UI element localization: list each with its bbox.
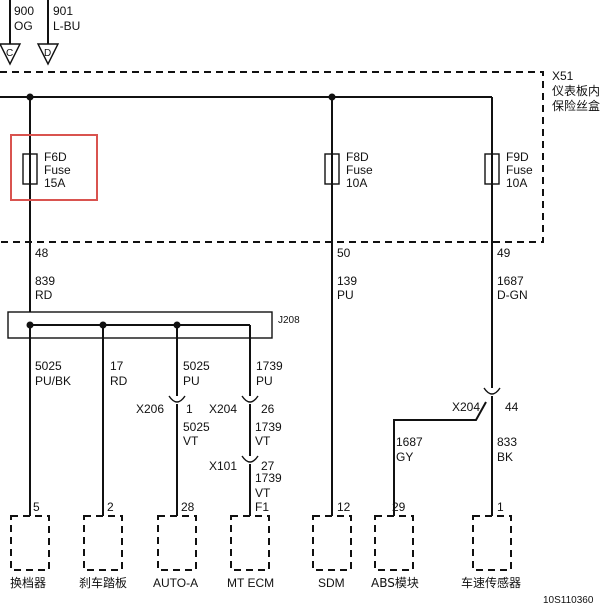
speed-wire-id: 833 [497, 435, 517, 449]
speed-wire-color: BK [497, 450, 513, 464]
x204-mt-pin: 26 [261, 402, 275, 416]
fuse-f9d-rating: 10A [506, 176, 527, 190]
sdm-pin: 12 [337, 500, 351, 514]
fuse-f6d-pin: 48 [35, 246, 49, 260]
fuse-f6d-name: F6D [44, 150, 67, 164]
x204-mt-wire-color: VT [255, 434, 271, 448]
splice-label: J208 [278, 315, 300, 326]
wire-139-color: PU [337, 288, 354, 302]
fuse-f8d: F8D Fuse 10A 50 139 PU [324, 97, 373, 516]
wire-900-color: OG [14, 19, 33, 33]
x101-wire-color: VT [255, 486, 271, 500]
sdm-name: SDM [318, 576, 345, 590]
fuse-f6d-type: Fuse [44, 163, 71, 177]
connector-c-label: C [6, 48, 13, 59]
component-auto-a: 28 AUTO-A [153, 500, 198, 590]
branch-1-color: PU/BK [35, 374, 71, 388]
top-wire-901: 901 L-BU D [36, 0, 80, 66]
fuse-box-ref: X51 [552, 69, 574, 83]
fuse-box-name-1: 仪表板内 [552, 84, 600, 98]
fuse-f9d-pin: 49 [497, 246, 511, 260]
fuse-f6d-highlight [10, 134, 98, 201]
x204-speed-ref: X204 [452, 400, 480, 414]
connector-d-label: D [44, 48, 51, 59]
x206-wire-id: 5025 [183, 420, 210, 434]
branch-2-color: RD [110, 374, 128, 388]
abs-pin: 29 [392, 500, 406, 514]
component-abs-module: 29 ABS模块 [371, 500, 419, 590]
component-mt-ecm: F1 MT ECM [227, 500, 274, 590]
fuse-box-name-2: 保险丝盒 [552, 98, 600, 113]
brake-name: 刹车踏板 [79, 575, 127, 590]
x206-wire-color: VT [183, 434, 199, 448]
wire-839-color: RD [35, 288, 53, 302]
component-speed-sensor: 1 车速传感器 [461, 500, 521, 590]
speed-pin: 1 [497, 500, 504, 514]
fuse-f8d-name: F8D [346, 150, 369, 164]
x206-pin: 1 [186, 402, 193, 416]
wire-901-id: 901 [53, 4, 73, 18]
branch-2-id: 17 [110, 359, 124, 373]
wire-900-id: 900 [14, 4, 34, 18]
abs-wire-color: GY [396, 450, 413, 464]
branch-brake: 17 RD [102, 325, 128, 516]
branch-4-color: PU [256, 374, 273, 388]
x101-pin: 27 [261, 459, 275, 473]
x101-wire-id: 1739 [255, 471, 282, 485]
branch-3-id: 5025 [183, 359, 210, 373]
fuse-f8d-pin: 50 [337, 246, 351, 260]
shifter-pin: 5 [33, 500, 40, 514]
fuse-f9d: F9D Fuse 10A 49 1687 D-GN [484, 97, 533, 388]
fuse-f6d-rating: 15A [44, 176, 65, 190]
component-shifter: 5 换档器 [10, 500, 50, 590]
wire-839-id: 839 [35, 274, 55, 288]
fuse-f9d-name: F9D [506, 150, 529, 164]
branch-shifter: 5025 PU/BK [29, 325, 71, 516]
branch-3-color: PU [183, 374, 200, 388]
abs-wire-id: 1687 [396, 435, 423, 449]
fuse-f9d-type: Fuse [506, 163, 533, 177]
brake-pin: 2 [107, 500, 114, 514]
auto-a-pin: 28 [181, 500, 195, 514]
fuse-f8d-type: Fuse [346, 163, 373, 177]
x206-ref: X206 [136, 402, 164, 416]
x204-mt-wire-id: 1739 [255, 420, 282, 434]
branch-mt-ecm: 1739 PU X204 26 1739 VT X101 27 1739 VT [209, 325, 283, 516]
x101-ref: X101 [209, 459, 237, 473]
mt-ecm-pin: F1 [255, 500, 269, 514]
top-wire-900: 900 OG C [0, 0, 34, 66]
splice-j208: J208 [7, 311, 300, 339]
x204-mt-ref: X204 [209, 402, 237, 416]
speed-name: 车速传感器 [461, 575, 521, 590]
fuse-f8d-rating: 10A [346, 176, 367, 190]
x204-speed-pin: 44 [505, 400, 519, 414]
mt-ecm-name: MT ECM [227, 576, 274, 590]
component-sdm: 12 SDM [312, 500, 352, 590]
branch-1-id: 5025 [35, 359, 62, 373]
branch-4-id: 1739 [256, 359, 283, 373]
figure-code: 10S110360 [543, 595, 594, 604]
branch-auto-a: 5025 PU X206 1 5025 VT [136, 325, 210, 516]
auto-a-name: AUTO-A [153, 576, 198, 590]
wire-1687-id: 1687 [497, 274, 524, 288]
shifter-name: 换档器 [10, 576, 46, 590]
fuse-f6d: F6D Fuse 15A 48 839 RD [10, 97, 98, 312]
branch-abs-speed: X204 44 1687 GY 833 BK [393, 387, 519, 516]
wire-901-color: L-BU [53, 19, 80, 33]
abs-name: ABS模块 [371, 576, 419, 590]
wire-139-id: 139 [337, 274, 357, 288]
component-brake-pedal: 2 刹车踏板 [79, 500, 127, 590]
fuse-box: X51 仪表板内 保险丝盒 [0, 69, 600, 243]
wire-1687-color: D-GN [497, 288, 528, 302]
